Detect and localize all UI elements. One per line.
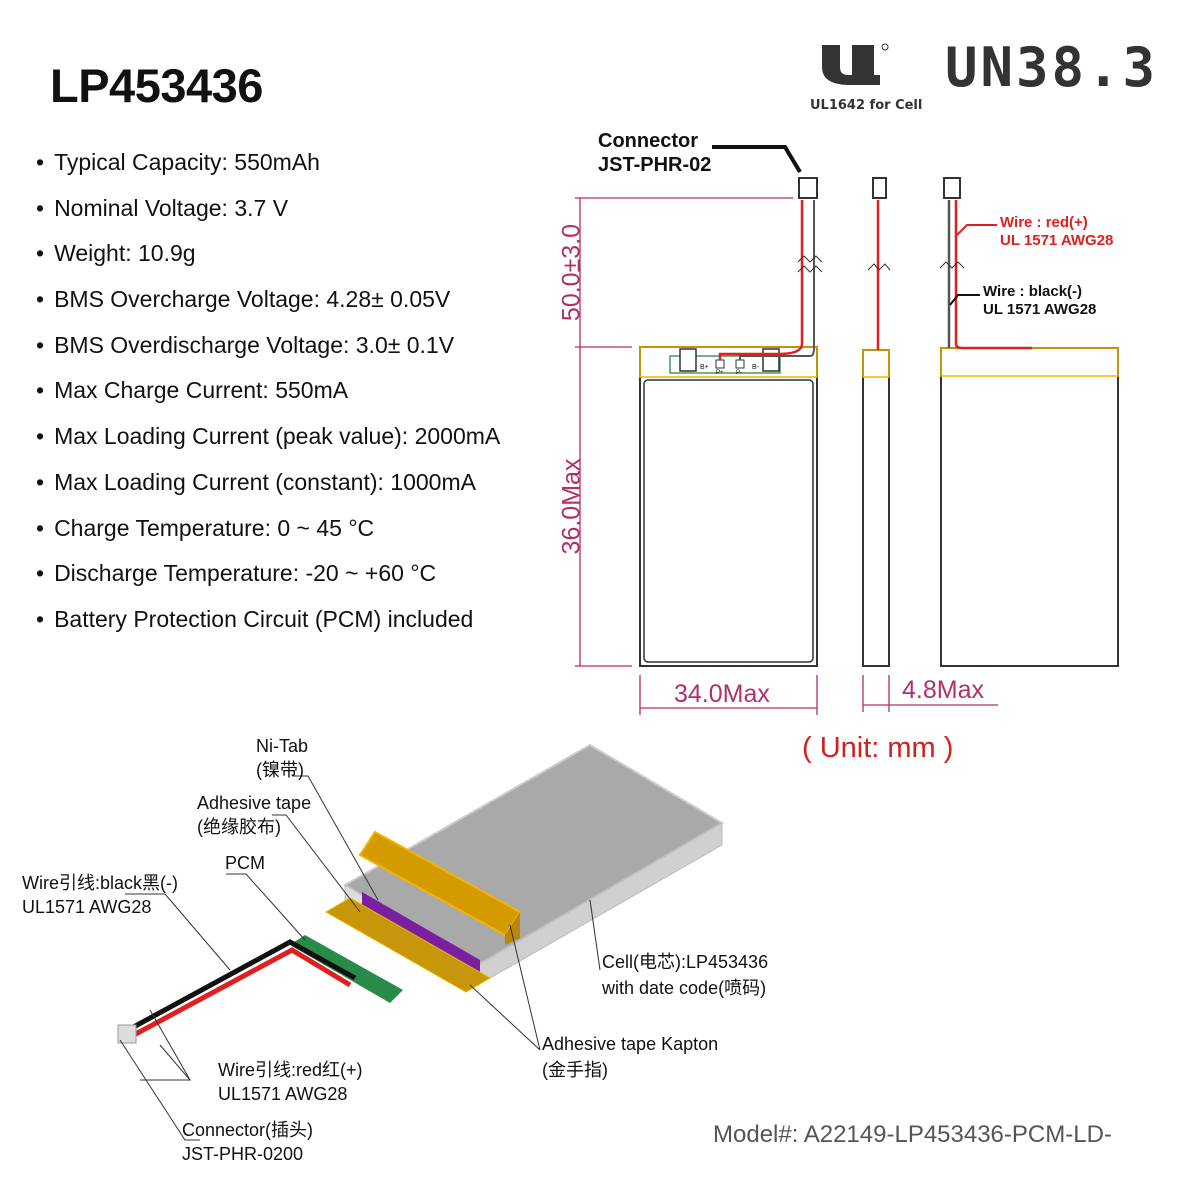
spec-item: BMS Overdischarge Voltage: 3.0± 0.1V: [36, 328, 500, 374]
spec-item: Typical Capacity: 550mAh: [36, 145, 500, 191]
connector-leader: [712, 145, 802, 174]
back-view: [939, 177, 1119, 667]
model-number: Model#: A22149-LP453436-PCM-LD-: [713, 1121, 1112, 1148]
spec-item: Weight: 10.9g: [36, 236, 500, 282]
exploded-view: [117, 743, 724, 1044]
connector-label: Connector JST-PHR-02: [598, 129, 711, 177]
adhesive-line2: (绝缘胶布): [197, 817, 281, 837]
spec-item: Nominal Voltage: 3.7 V: [36, 191, 500, 237]
pcm-label-b-minus: B-: [752, 364, 759, 371]
adhesive-tape-label: Adhesive tape (绝缘胶布): [197, 791, 311, 839]
black-wire-label: Wire : black(-) UL 1571 AWG28: [983, 283, 1096, 319]
callout-leaders: [119, 775, 601, 1141]
cell-callout: Cell(电芯):LP453436 with date code(喷码): [602, 949, 768, 1001]
side-view: [862, 177, 891, 667]
pcm-label: PCM: [225, 853, 265, 873]
connector-label-line1: Connector: [598, 130, 698, 152]
ul-recognized-logo: [822, 43, 889, 85]
spec-item: Charge Temperature: 0 ~ 45 °C: [36, 511, 500, 557]
un383-logo: UN38.3: [945, 36, 1159, 99]
pcm-label-p-minus: P-: [736, 370, 742, 376]
front-view: [639, 177, 823, 667]
cell-callout-line1: Cell(电芯):LP453436: [602, 952, 769, 972]
thickness-dimension: 4.8Max: [902, 676, 984, 704]
black-wire-callout-line1: Wire引线:black黑(-): [22, 873, 178, 893]
red-wire-label-line1: Wire : red(+): [1000, 214, 1088, 231]
lead-length-dimension: 50.0±3.0: [557, 223, 586, 322]
black-wire-label-line2: UL 1571 AWG28: [983, 301, 1097, 318]
spec-item: BMS Overcharge Voltage: 4.28± 0.05V: [36, 282, 500, 328]
page-title: LP453436: [50, 59, 263, 112]
height-dimension: 36.0Max: [557, 458, 586, 555]
pcm-label-p-plus: P+: [716, 370, 724, 376]
kapton-callout-line2: (金手指): [542, 1060, 608, 1080]
pcm-label-b-plus: B+: [700, 364, 709, 371]
connector-callout: Connector(插头) JST-PHR-0200: [182, 1118, 313, 1166]
red-wire-label: Wire : red(+) UL 1571 AWG28: [1000, 214, 1113, 250]
kapton-callout-line1: Adhesive tape Kapton: [542, 1034, 719, 1054]
spec-item: Battery Protection Circuit (PCM) include…: [36, 602, 500, 648]
red-wire-callout-line1: Wire引线:red红(+): [218, 1060, 363, 1080]
spec-list: Typical Capacity: 550mAh Nominal Voltage…: [36, 145, 500, 648]
spec-item: Max Loading Current (peak value): 2000mA: [36, 419, 500, 465]
spec-item: Max Loading Current (constant): 1000mA: [36, 465, 500, 511]
ni-tab-line2: (镍带): [256, 760, 304, 780]
ni-tab-line1: Ni-Tab: [256, 736, 309, 756]
connector-label-line2: JST-PHR-02: [598, 154, 712, 176]
red-wire-callout-line2: UL1571 AWG28: [218, 1084, 348, 1104]
ni-tab-label: Ni-Tab (镍带): [256, 734, 308, 782]
black-wire-callout: Wire引线:black黑(-) UL1571 AWG28: [22, 871, 178, 919]
width-dimension: 34.0Max: [674, 680, 770, 708]
red-wire-callout: Wire引线:red红(+) UL1571 AWG28: [218, 1058, 363, 1106]
ul-caption: UL1642 for Cell: [810, 98, 923, 113]
connector-callout-line1: Connector(插头): [182, 1120, 314, 1140]
red-wire-label-line2: UL 1571 AWG28: [1000, 232, 1114, 249]
adhesive-line1: Adhesive tape: [197, 793, 312, 813]
spec-item: Discharge Temperature: -20 ~ +60 °C: [36, 556, 500, 602]
dimension-lines: [575, 197, 998, 715]
unit-note: ( Unit: mm ): [802, 732, 954, 764]
connector-callout-line2: JST-PHR-0200: [182, 1144, 304, 1164]
cell-callout-line2: with date code(喷码): [602, 978, 767, 998]
black-wire-label-line1: Wire : black(-): [983, 283, 1083, 300]
spec-item: Max Charge Current: 550mA: [36, 373, 500, 419]
kapton-callout: Adhesive tape Kapton (金手指): [542, 1031, 718, 1083]
black-wire-callout-line2: UL1571 AWG28: [22, 897, 152, 917]
